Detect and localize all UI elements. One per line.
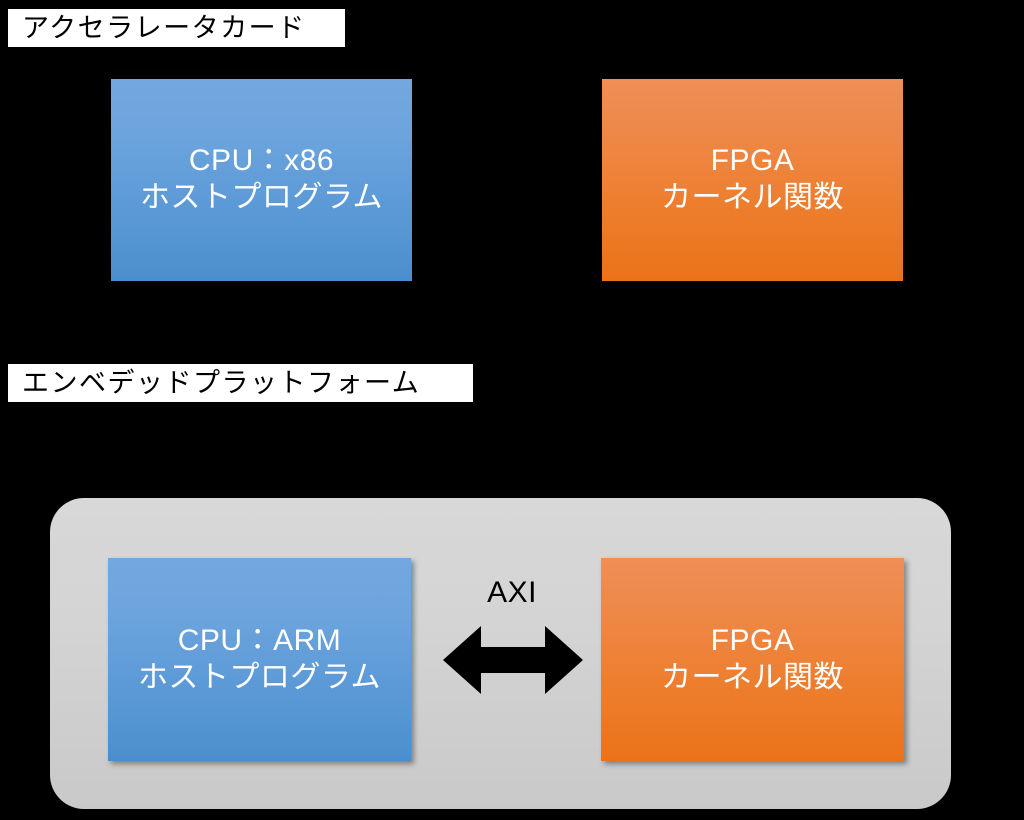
block-cpu-arm-line1: CPU：ARM xyxy=(177,623,342,657)
double-arrow-icon xyxy=(443,626,583,694)
section-label-accelerator-card-text: アクセラレータカード xyxy=(22,12,306,43)
block-fpga-embedded-line1: FPGA xyxy=(710,623,795,657)
section-label-embedded-platform: エンベデッドプラットフォーム xyxy=(8,364,473,402)
section-label-accelerator-card: アクセラレータカード xyxy=(8,9,345,47)
block-cpu-arm-line2: ホストプログラム xyxy=(137,660,382,694)
block-cpu-arm: CPU：ARM ホストプログラム xyxy=(108,558,411,761)
block-cpu-x86-line1: CPU：x86 xyxy=(188,144,335,178)
block-fpga-embedded: FPGA カーネル関数 xyxy=(601,558,904,761)
block-fpga-accelerator: FPGA カーネル関数 xyxy=(602,79,903,281)
block-cpu-x86-line2: ホストプログラム xyxy=(139,181,384,214)
axi-connector-label: AXI xyxy=(487,576,537,609)
block-fpga-accelerator-line1: FPGA xyxy=(710,144,795,178)
block-fpga-embedded-line2: カーネル関数 xyxy=(661,660,844,694)
axi-connector: AXI xyxy=(432,578,592,698)
section-label-embedded-platform-text: エンベデッドプラットフォーム xyxy=(22,367,421,398)
block-cpu-x86: CPU：x86 ホストプログラム xyxy=(111,79,412,281)
block-fpga-accelerator-line2: カーネル関数 xyxy=(661,181,844,214)
